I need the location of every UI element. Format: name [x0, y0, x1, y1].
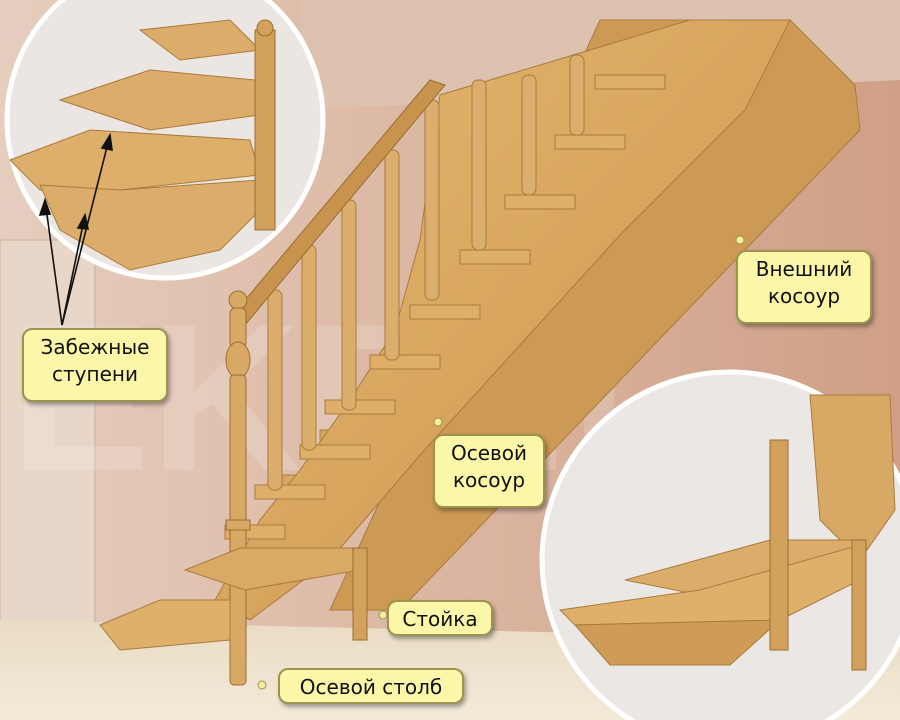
winder-steps-inset: [4, 0, 326, 281]
axial-column-label-text: Осевой столб: [299, 675, 443, 699]
post-detail-inset: [539, 369, 900, 720]
pointer-lines: [38, 132, 113, 326]
post-label: Стойка: [387, 600, 493, 636]
pointer-dots: [257, 235, 745, 690]
axial-stringer-line2: косоур: [452, 468, 526, 492]
axial-stringer-line1: Осевой: [450, 441, 528, 465]
post-shape: [352, 547, 368, 641]
post-label-text: Стойка: [402, 607, 478, 631]
winder-steps-line2: ступени: [52, 362, 138, 386]
outer-stringer-line1: Внешний: [755, 257, 853, 281]
tread-nosings: [224, 74, 666, 540]
winder-steps-line1: Забежные: [40, 335, 150, 359]
outer-stringer-line2: косоур: [767, 284, 841, 308]
winder-steps-label: Забежные ступени: [22, 328, 168, 402]
axial-column-label: Осевой столб: [278, 668, 464, 704]
bottom-winder-1: [99, 599, 231, 651]
outer-stringer-label: Внешний косоур: [736, 250, 872, 324]
door-frame: [0, 239, 96, 641]
axial-stringer-label: Осевой косоур: [433, 434, 545, 508]
